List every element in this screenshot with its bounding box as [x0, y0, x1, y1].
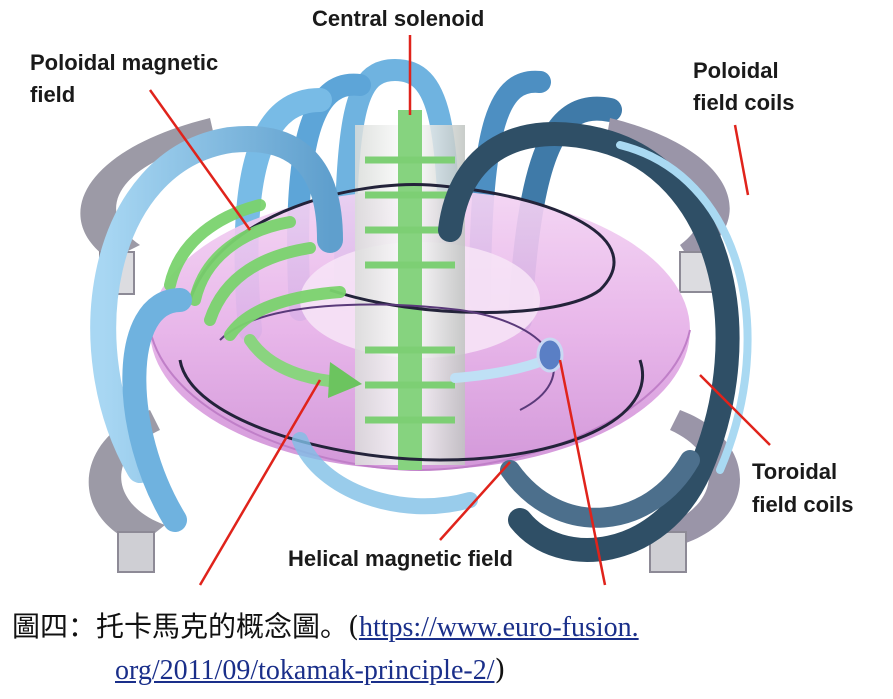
tokamak-diagram: [80, 35, 771, 586]
label-poloidal-magnetic-field-line2: field: [30, 82, 76, 107]
label-toroidal-field-coils-line1: Toroidal: [752, 459, 838, 484]
caption-url-line2[interactable]: org/2011/09/tokamak-principle-2/: [115, 655, 495, 686]
toroidal-coils-front: [90, 122, 752, 562]
arrowhead: [328, 362, 362, 398]
label-poloidal-field-coils-line1: Poloidal: [693, 58, 779, 83]
label-poloidal-magnetic-field-line1: Poloidal magnetic: [30, 50, 219, 75]
pointer-lines: [148, 35, 771, 586]
caption-prefix: 圖四：托卡馬克的概念圖。(: [12, 610, 359, 643]
caption-url-line1[interactable]: https://www.euro-fusion.: [358, 612, 639, 643]
poloidal-field-arrows: [164, 199, 346, 341]
helical-field-lines: [178, 182, 644, 462]
label-central-solenoid: Central solenoid: [312, 6, 485, 31]
central-solenoid: [355, 110, 465, 470]
caption-suffix: ): [494, 653, 506, 686]
label-helical-magnetic-field: Helical magnetic field: [288, 546, 513, 571]
label-toroidal-field-coils-line2: field coils: [752, 492, 854, 517]
label-poloidal-field-coils-line2: field coils: [693, 90, 795, 115]
current-disc: [536, 337, 564, 373]
current-arrow: [450, 355, 550, 383]
figure-caption: 圖四：托卡馬克的概念圖。(https://www.euro-fusion. or…: [12, 606, 887, 692]
